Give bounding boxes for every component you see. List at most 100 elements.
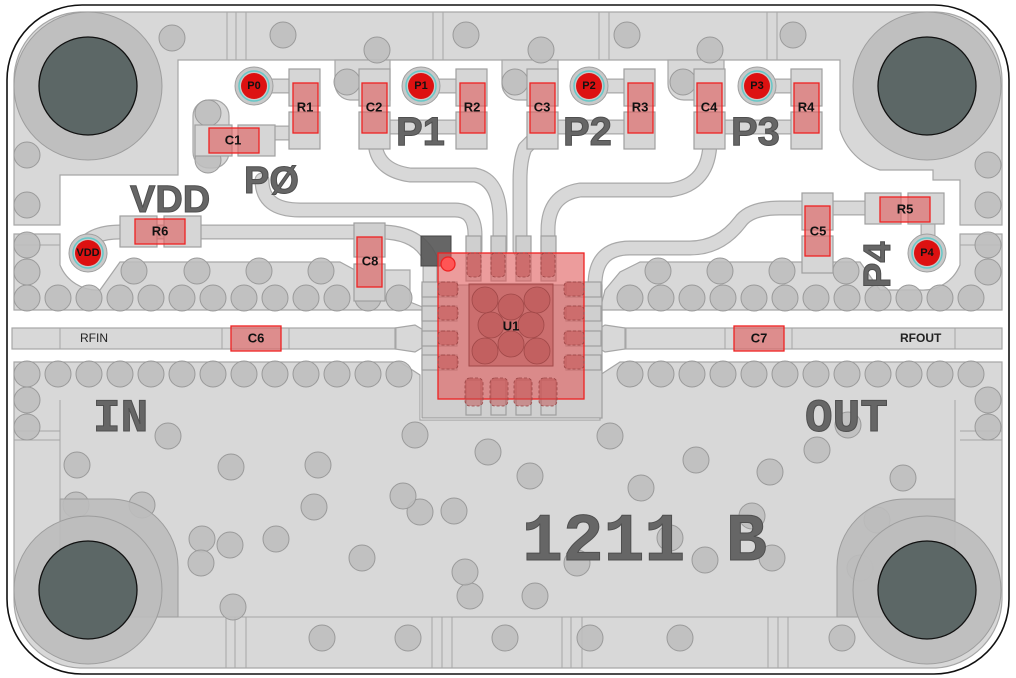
via: [974, 231, 1002, 259]
capacitor-c2[interactable]: C2: [361, 82, 388, 134]
resistor-r5[interactable]: R5: [879, 196, 931, 223]
via: [292, 360, 320, 388]
via: [832, 257, 860, 285]
via: [187, 549, 215, 577]
c6-label: C6: [248, 331, 265, 346]
test-point-p0[interactable]: P0: [234, 66, 274, 106]
via: [802, 284, 830, 312]
via: [13, 413, 41, 441]
silk-p1: P1: [396, 110, 445, 154]
capacitor-c8[interactable]: C8: [356, 236, 383, 288]
via: [13, 191, 41, 219]
via: [696, 36, 724, 64]
via: [771, 284, 799, 312]
via: [106, 360, 134, 388]
u1-label: U1: [503, 319, 520, 334]
capacitor-c3[interactable]: C3: [529, 82, 556, 134]
resistor-r6[interactable]: R6: [134, 218, 186, 245]
test-point-p3[interactable]: P3: [737, 66, 777, 106]
resistor-r1[interactable]: R1: [292, 82, 319, 134]
via: [864, 360, 892, 388]
test-point-p4[interactable]: P4: [907, 233, 947, 273]
via: [771, 360, 799, 388]
via: [13, 231, 41, 259]
via: [779, 21, 807, 49]
c4-label: C4: [701, 100, 718, 115]
port-rfout-label: RFOUT: [900, 331, 942, 345]
resistor-r3[interactable]: R3: [627, 82, 654, 134]
via: [691, 546, 719, 574]
r6-label: R6: [152, 224, 169, 239]
via: [292, 284, 320, 312]
capacitor-c1[interactable]: C1: [208, 127, 260, 154]
capacitor-c4[interactable]: C4: [696, 82, 723, 134]
via: [158, 24, 186, 52]
via: [957, 360, 985, 388]
via: [666, 624, 694, 652]
via: [802, 360, 830, 388]
c5-label: C5: [810, 224, 827, 239]
via: [333, 68, 361, 96]
via: [709, 360, 737, 388]
via: [627, 474, 655, 502]
via: [304, 451, 332, 479]
via: [833, 284, 861, 312]
p1-label: P1: [414, 80, 427, 92]
via: [269, 21, 297, 49]
via: [957, 284, 985, 312]
via: [452, 21, 480, 49]
p2-label: P2: [582, 80, 595, 92]
capacitor-c5[interactable]: C5: [804, 205, 831, 257]
via: [456, 582, 484, 610]
via: [895, 284, 923, 312]
capacitor-c7[interactable]: C7: [733, 325, 785, 352]
via: [63, 451, 91, 479]
mounting-hole-bottom-left: [13, 498, 179, 665]
via: [323, 284, 351, 312]
via: [261, 284, 289, 312]
c2-label: C2: [366, 100, 383, 115]
via: [217, 453, 245, 481]
via: [768, 257, 796, 285]
via: [323, 360, 351, 388]
test-point-p2[interactable]: P2: [569, 66, 609, 106]
via-array: [13, 21, 1002, 652]
via: [740, 284, 768, 312]
c1-label: C1: [225, 133, 242, 148]
via: [889, 464, 917, 492]
r3-label: R3: [632, 100, 649, 115]
via: [451, 558, 479, 586]
r2-label: R2: [464, 100, 481, 115]
mounting-holes: [13, 11, 1002, 665]
capacitor-c6[interactable]: C6: [230, 325, 282, 352]
via: [974, 413, 1002, 441]
via: [154, 422, 182, 450]
via: [596, 422, 624, 450]
ic-u1[interactable]: U1: [437, 252, 585, 407]
resistor-r4[interactable]: R4: [793, 82, 820, 134]
silk-p3: P3: [731, 110, 780, 154]
test-point-p1[interactable]: P1: [401, 66, 441, 106]
via: [44, 284, 72, 312]
via: [401, 421, 429, 449]
r4-label: R4: [798, 100, 815, 115]
via: [13, 141, 41, 169]
via: [13, 360, 41, 388]
u1-pin1-dot: [440, 256, 456, 272]
via: [974, 258, 1002, 286]
p0-label: P0: [247, 80, 260, 92]
via: [216, 531, 244, 559]
test-point-vdd[interactable]: VDD: [68, 233, 108, 273]
via: [13, 258, 41, 286]
via: [656, 524, 684, 552]
via: [394, 624, 422, 652]
silk-p2: P2: [563, 110, 612, 154]
via: [738, 502, 766, 530]
resistor-r2[interactable]: R2: [459, 82, 486, 134]
silk-board-id: 1211 B: [522, 504, 767, 581]
via: [363, 36, 391, 64]
c7-label: C7: [751, 331, 768, 346]
via: [521, 582, 549, 610]
via: [261, 360, 289, 388]
